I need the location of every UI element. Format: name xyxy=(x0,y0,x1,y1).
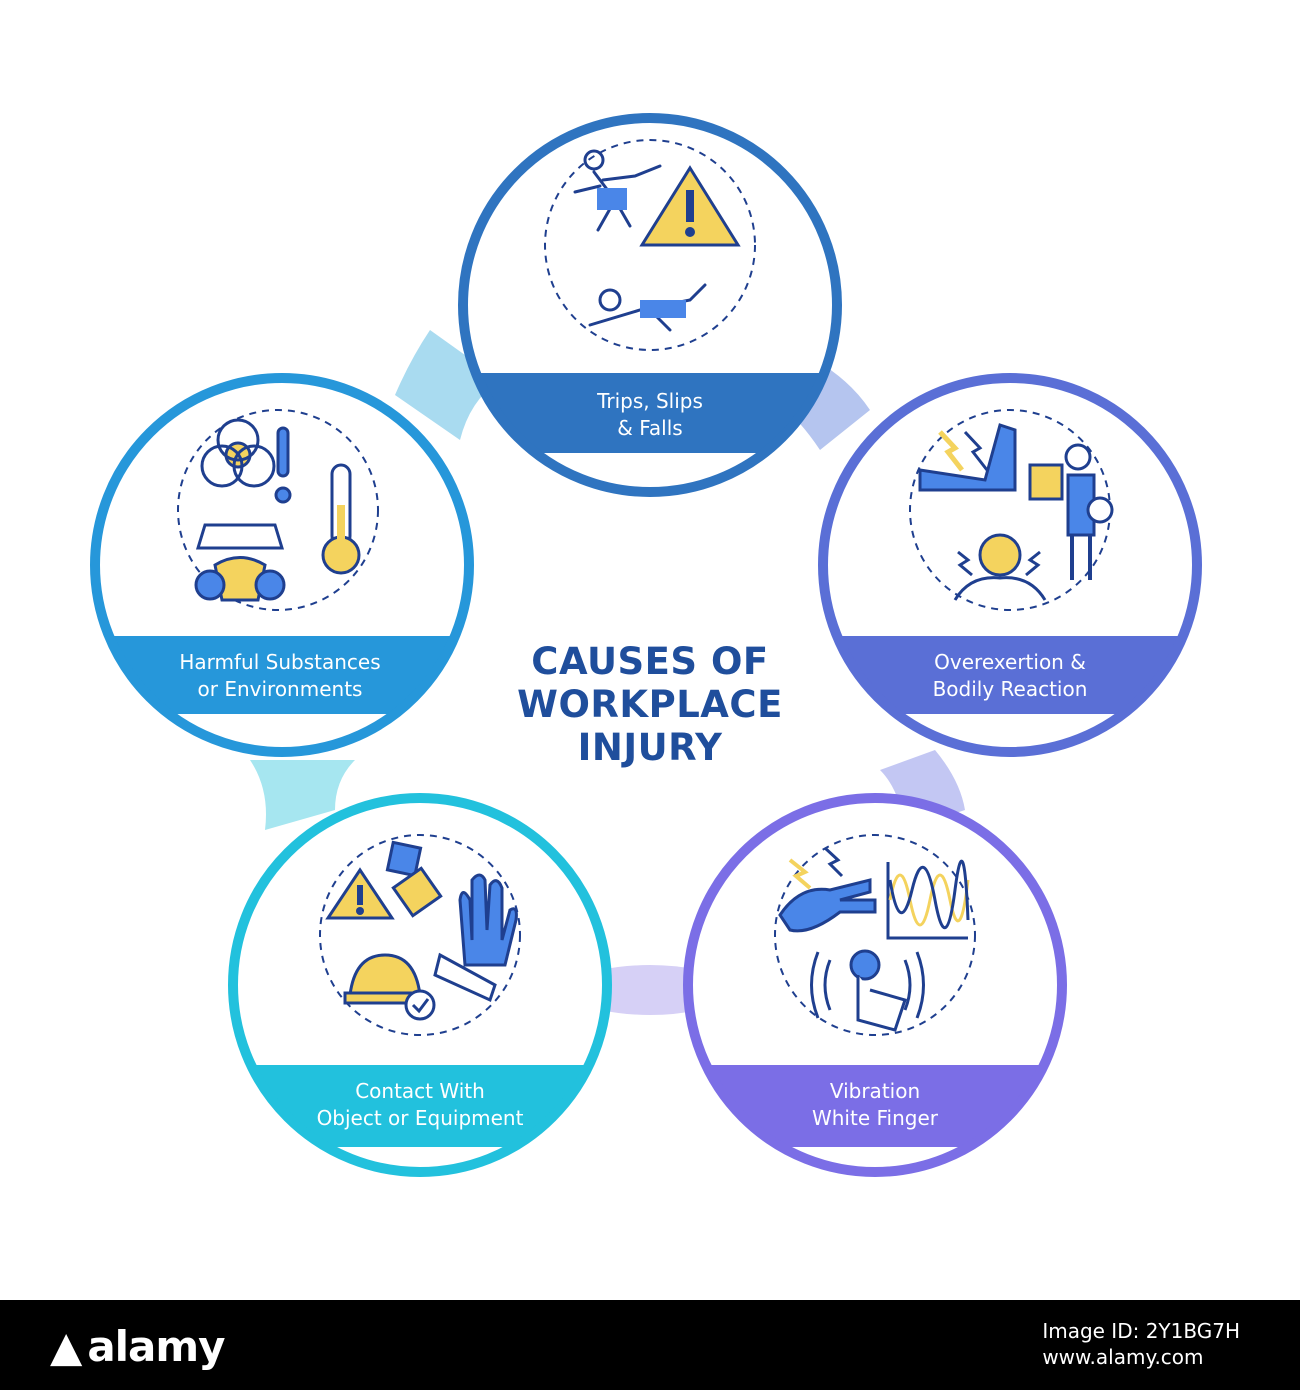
alamy-logo: ▲alamy xyxy=(50,1322,226,1371)
cause-contact xyxy=(228,793,612,1177)
falling-person-icon xyxy=(573,149,662,232)
biohazard-icon xyxy=(200,418,276,488)
icon-ring xyxy=(544,139,756,351)
diagram-title: CAUSES OF WORKPLACE INJURY xyxy=(470,640,830,769)
cause-trips-slips-falls xyxy=(458,113,842,497)
exclamation-icon xyxy=(274,426,292,504)
image-id-block: Image ID: 2Y1BG7H www.alamy.com xyxy=(1042,1318,1240,1370)
neck-pain-icon xyxy=(953,533,1047,601)
alamy-logo-mark: ▲ xyxy=(50,1322,82,1371)
touch-finger-icon xyxy=(810,949,925,1032)
connector-top-left xyxy=(395,330,500,440)
label-line: Contact With xyxy=(355,1079,485,1103)
respirator-mask-icon xyxy=(194,523,286,602)
glove-icon xyxy=(458,873,518,967)
alamy-url: www.alamy.com xyxy=(1042,1345,1204,1369)
safety-goggles-icon xyxy=(433,952,497,1003)
icon-ring xyxy=(319,834,521,1036)
title-line-3: INJURY xyxy=(577,726,723,769)
image-id: Image ID: 2Y1BG7H xyxy=(1042,1319,1240,1343)
label-line: Bodily Reaction xyxy=(932,677,1088,701)
cause-harmful xyxy=(90,373,474,757)
label-line: & Falls xyxy=(617,416,683,440)
connector-bottom-middle xyxy=(600,965,700,1015)
title-line-2: WORKPLACE xyxy=(517,683,783,726)
falling-boxes-icon xyxy=(385,840,443,918)
arm-pain-icon xyxy=(918,423,1017,492)
label-harmful: Harmful Substances or Environments xyxy=(125,643,435,709)
slipping-person-icon xyxy=(588,283,707,332)
label-line: Overexertion & xyxy=(934,650,1086,674)
title-line-1: CAUSES OF xyxy=(531,640,769,683)
hand-tremor-icon xyxy=(778,846,877,933)
watermark-footer: ▲alamy Image ID: 2Y1BG7H www.alamy.com xyxy=(0,1300,1300,1390)
warning-triangle-icon xyxy=(639,165,741,247)
cause-vibration xyxy=(683,793,1067,1177)
icon-ring xyxy=(177,409,379,611)
label-trips-slips-falls: Trips, Slips & Falls xyxy=(513,380,787,450)
alamy-logo-text: alamy xyxy=(87,1322,225,1371)
label-contact: Contact With Object or Equipment xyxy=(265,1072,575,1138)
vibration-chart-icon xyxy=(886,859,970,940)
cause-overexertion xyxy=(818,373,1202,757)
label-line: Trips, Slips xyxy=(597,389,703,413)
label-vibration: Vibration White Finger xyxy=(725,1072,1025,1138)
label-overexertion: Overexertion & Bodily Reaction xyxy=(860,643,1160,709)
icon-ring xyxy=(774,834,976,1036)
warning-triangle-icon xyxy=(325,867,395,920)
label-line: Vibration xyxy=(829,1079,921,1103)
person-carrying-box-icon xyxy=(1028,443,1114,580)
hard-hat-icon xyxy=(343,953,436,1021)
thermometer-icon xyxy=(321,463,361,575)
label-line: Harmful Substances xyxy=(179,650,381,674)
causes-diagram xyxy=(90,113,1202,1177)
label-line: or Environments xyxy=(197,677,363,701)
label-line: White Finger xyxy=(811,1106,938,1130)
connector-left-bottom xyxy=(250,760,355,830)
label-line: Object or Equipment xyxy=(316,1106,524,1130)
